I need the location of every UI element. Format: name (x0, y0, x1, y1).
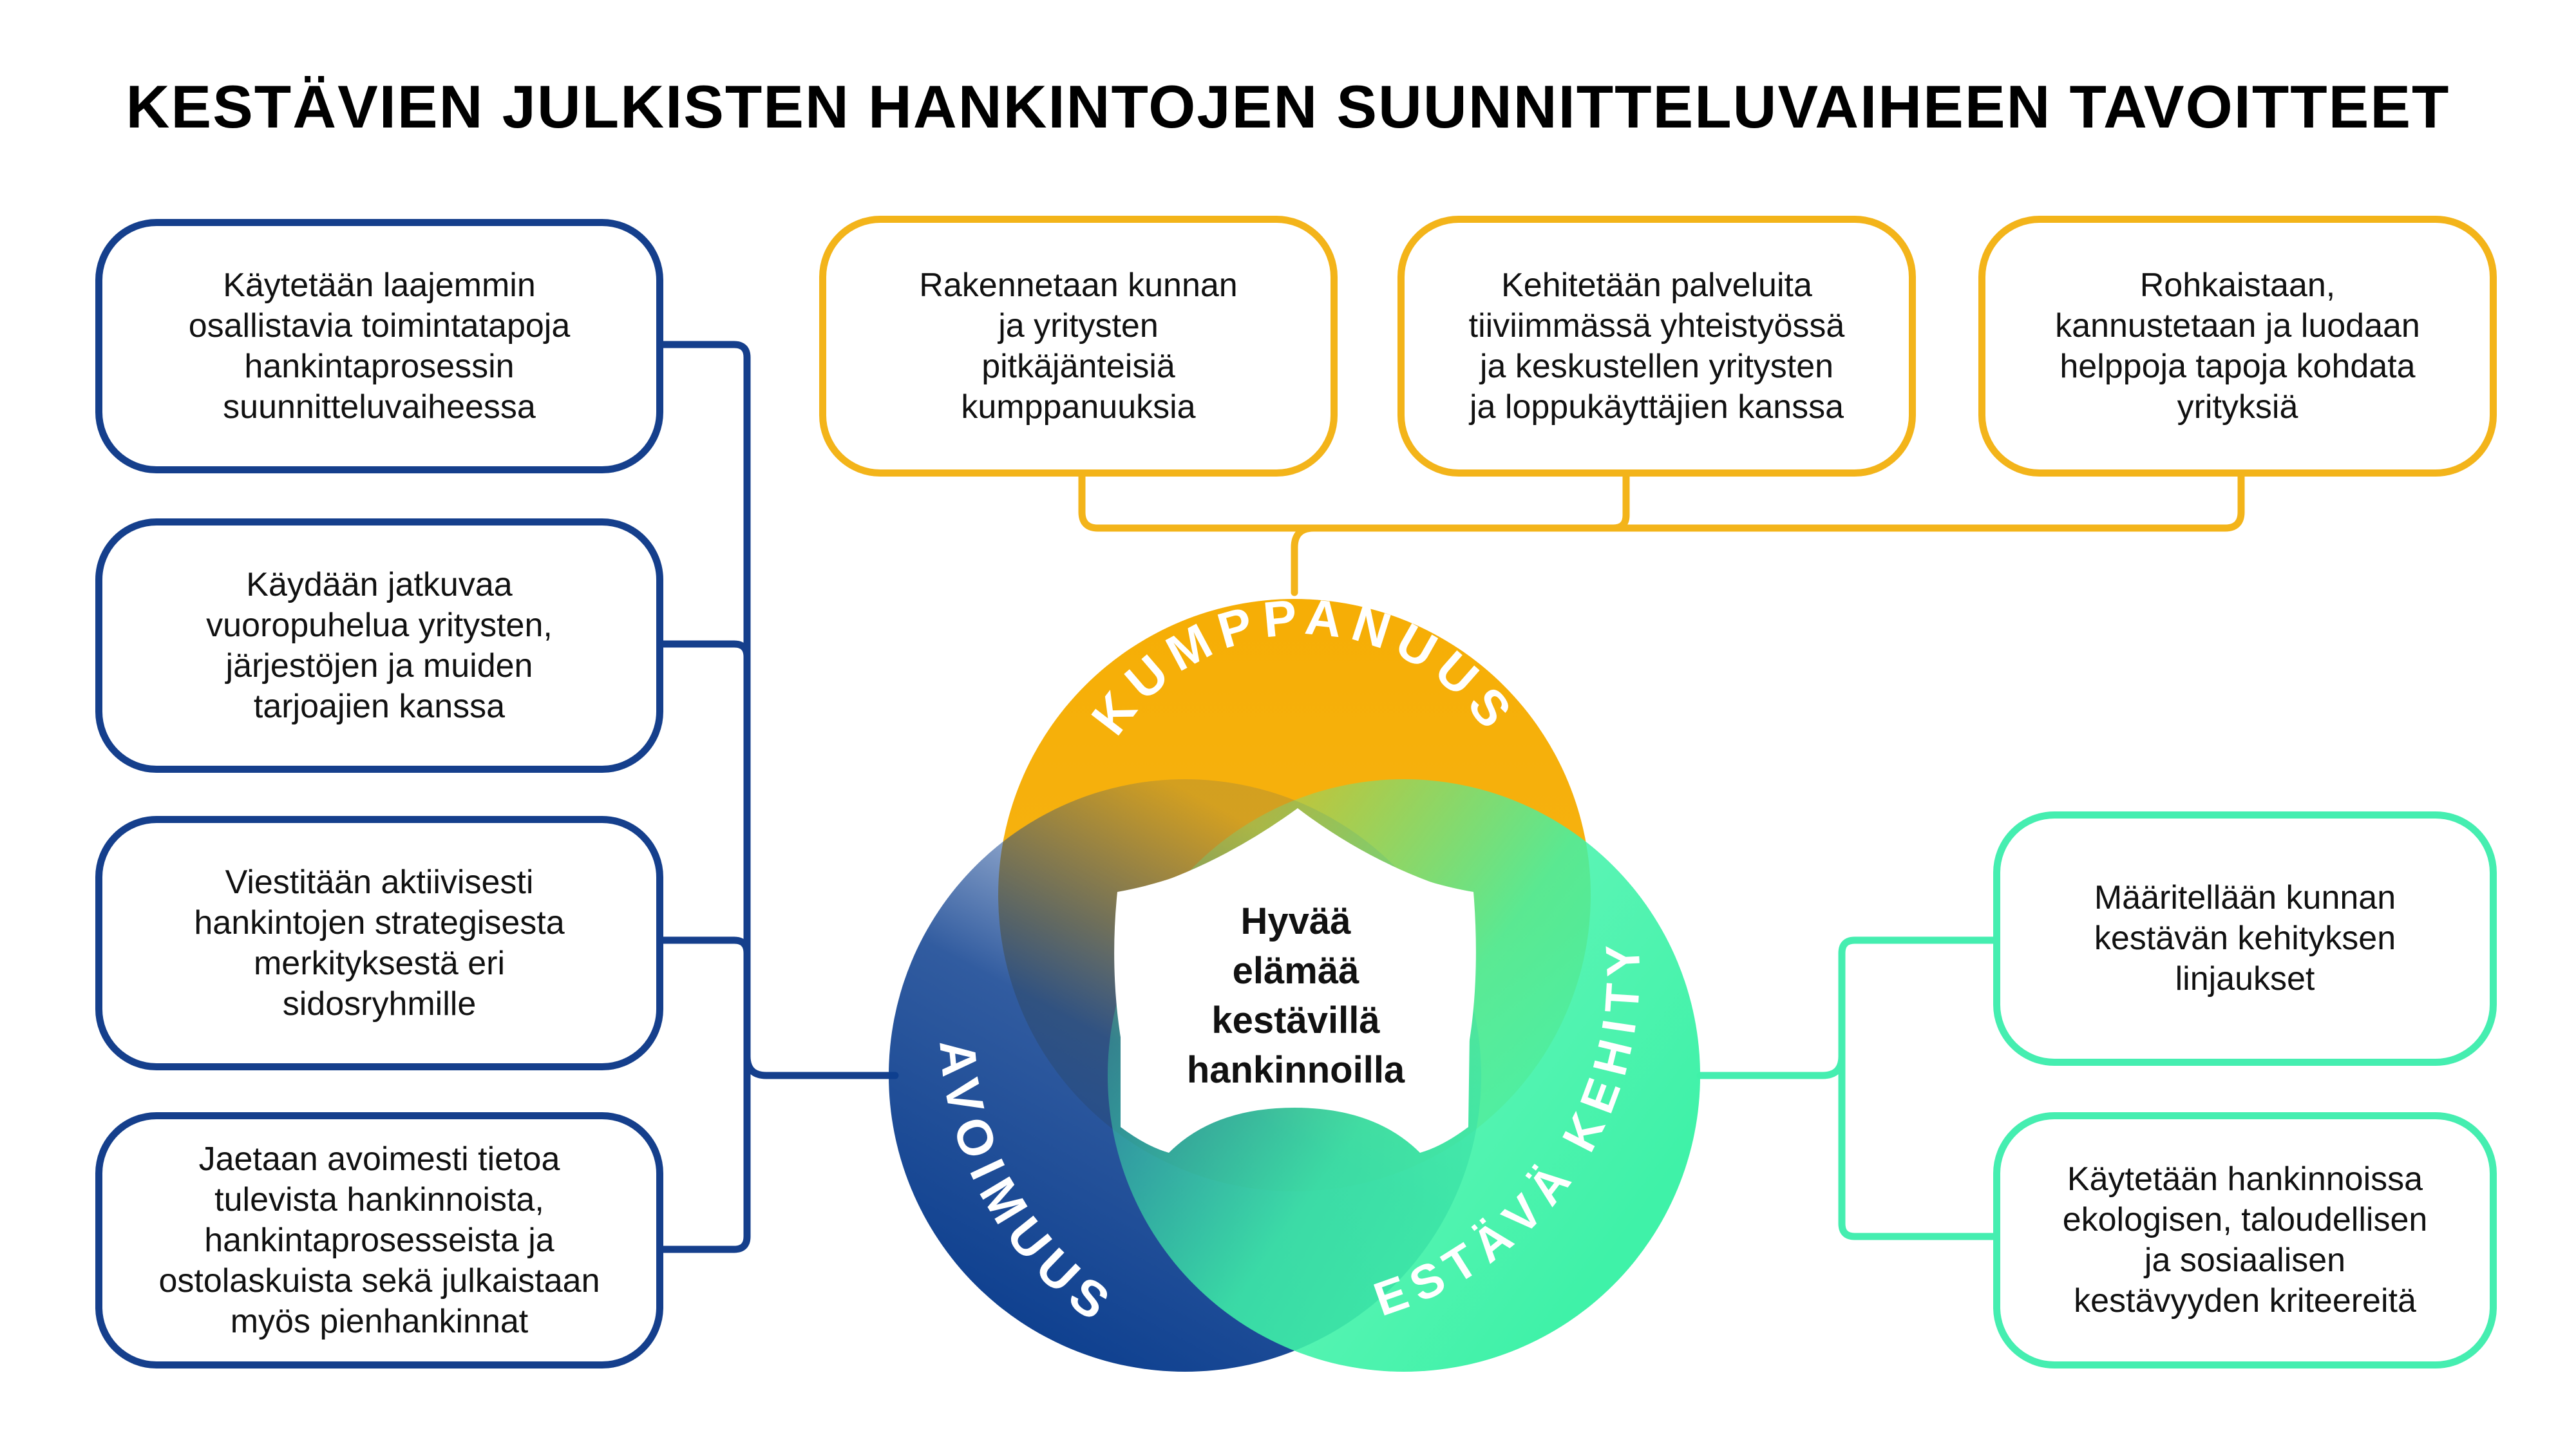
goal-line: ja sosiaalisen (2144, 1242, 2346, 1279)
goal-line: Rohkaistaan, (2139, 266, 2336, 304)
avoimuus-goal-4: Jaetaan avoimesti tietoa tulevista hanki… (95, 1112, 663, 1368)
goal-line: kestävän kehityksen (2094, 920, 2396, 957)
connector-kestava-kehitys (1696, 936, 1997, 1240)
goal-line: hankintaprosesseista ja (204, 1221, 554, 1259)
goal-line: hankintaprosessin (244, 347, 515, 385)
goal-line: tarjoajien kanssa (253, 687, 506, 725)
goal-line: kestävyyden kriteereitä (2074, 1282, 2416, 1320)
connector-avoimuus (659, 341, 899, 1253)
center-line-3: kestävillä (1211, 999, 1380, 1041)
center-line-2: elämää (1233, 950, 1359, 992)
goal-line: ostolaskuista sekä julkaistaan (158, 1262, 600, 1300)
goal-line: Käytetään laajemmin (223, 266, 536, 304)
kumppanuus-goal-1: Rakennetaan kunnan ja yritysten pitkäjän… (819, 216, 1338, 477)
goal-line: suunnitteluvaiheessa (223, 388, 536, 426)
goal-line: ekologisen, taloudellisen (2062, 1201, 2428, 1238)
avoimuus-goal-3: Viestitään aktiivisesti hankintojen stra… (95, 816, 663, 1070)
goal-line: hankintojen strategisesta (194, 904, 565, 942)
goal-line: vuoropuhelua yritysten, (206, 606, 553, 644)
center-line-4: hankinnoilla (1187, 1049, 1405, 1091)
goal-line: tiiviimmässä yhteistyössä (1468, 307, 1845, 345)
goal-line: helppoja tapoja kohdata (2060, 347, 2416, 385)
kumppanuus-goal-2: Kehitetään palveluita tiiviimmässä yhtei… (1397, 216, 1916, 477)
center-line-1: Hyvää (1241, 900, 1352, 942)
avoimuus-goal-2: Käydään jatkuvaa vuoropuhelua yritysten,… (95, 518, 663, 773)
goal-line: yrityksiä (2177, 388, 2298, 426)
goal-line: ja loppukäyttäjien kanssa (1469, 388, 1844, 426)
goal-line: Käytetään hankinnoissa (2067, 1160, 2423, 1198)
goal-line: kumppanuuksia (961, 388, 1196, 426)
goal-line: myös pienhankinnat (230, 1302, 529, 1340)
goal-line: ja keskustellen yritysten (1479, 347, 1834, 385)
goal-line: linjaukset (2175, 960, 2315, 998)
goal-line: ja yritysten (998, 307, 1159, 345)
goal-line: Viestitään aktiivisesti (225, 863, 534, 901)
goal-line: tulevista hankinnoista, (214, 1180, 544, 1218)
avoimuus-goal-1: Käytetään laajemmin osallistavia toimint… (95, 219, 663, 473)
goal-line: osallistavia toimintatapoja (188, 307, 571, 345)
goal-line: Jaetaan avoimesti tietoa (198, 1140, 560, 1178)
goal-line: Kehitetään palveluita (1501, 266, 1812, 304)
goal-line: Määritellään kunnan (2094, 879, 2396, 916)
goal-line: sidosryhmille (282, 985, 477, 1023)
kestava-kehitys-goal-1: Määritellään kunnan kestävän kehityksen … (1993, 811, 2497, 1066)
kestava-kehitys-goal-2: Käytetään hankinnoissa ekologisen, talou… (1993, 1112, 2497, 1368)
goal-line: Käydään jatkuvaa (246, 565, 513, 603)
connector-kumppanuus (1078, 473, 2245, 596)
page-title: KESTÄVIEN JULKISTEN HANKINTOJEN SUUNNITT… (126, 73, 2450, 140)
goal-line: Rakennetaan kunnan (919, 266, 1238, 304)
goal-line: järjestöjen ja muiden (225, 647, 533, 685)
goal-line: kannustetaan ja luodaan (2055, 307, 2420, 345)
kumppanuus-goal-3: Rohkaistaan, kannustetaan ja luodaan hel… (1978, 216, 2497, 477)
goal-line: pitkäjänteisiä (981, 347, 1175, 385)
goal-line: merkityksestä eri (253, 944, 506, 982)
